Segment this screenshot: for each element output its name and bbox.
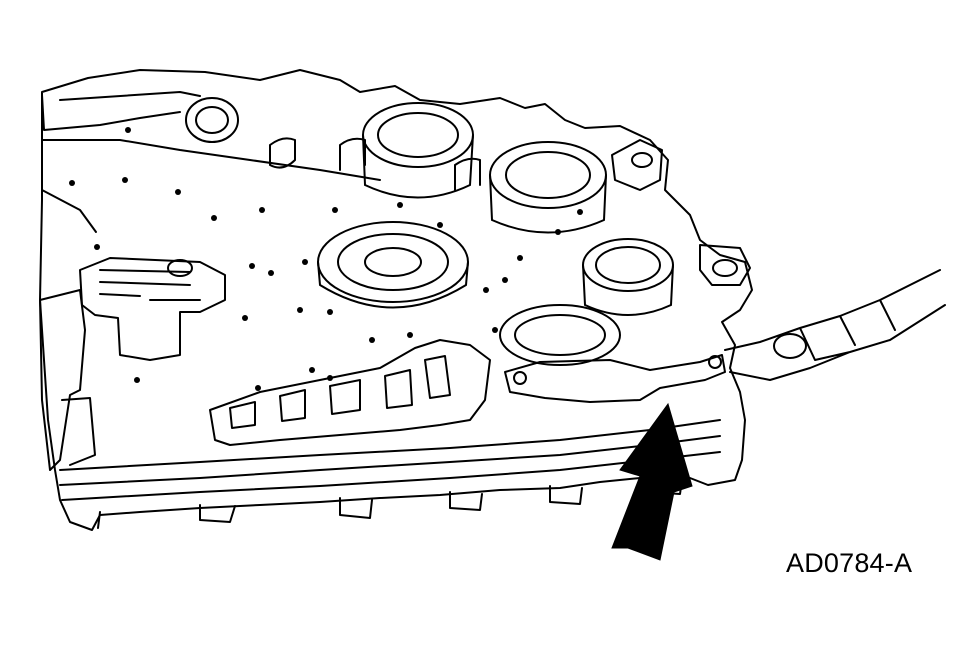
- valve-body-casting-outline: [39, 69, 753, 531]
- bottom-bosses: [97, 477, 683, 529]
- ring-boss: [185, 97, 239, 143]
- left-valve-block: [79, 257, 226, 361]
- right-bosses: [611, 139, 751, 286]
- figure-id-label: AD0784-A: [786, 548, 913, 578]
- bracket: [504, 354, 726, 403]
- top-rail: [41, 91, 201, 131]
- front-rail: [59, 419, 721, 501]
- channel-block: [209, 339, 491, 446]
- plate-holes: [69, 127, 583, 391]
- separator-plate-edge: [41, 139, 381, 233]
- pointer-arrow: [611, 402, 693, 561]
- left-housing: [39, 289, 96, 471]
- pliers-tool: [724, 269, 946, 381]
- bore-lower: [499, 304, 621, 366]
- plate-posts: [269, 137, 481, 191]
